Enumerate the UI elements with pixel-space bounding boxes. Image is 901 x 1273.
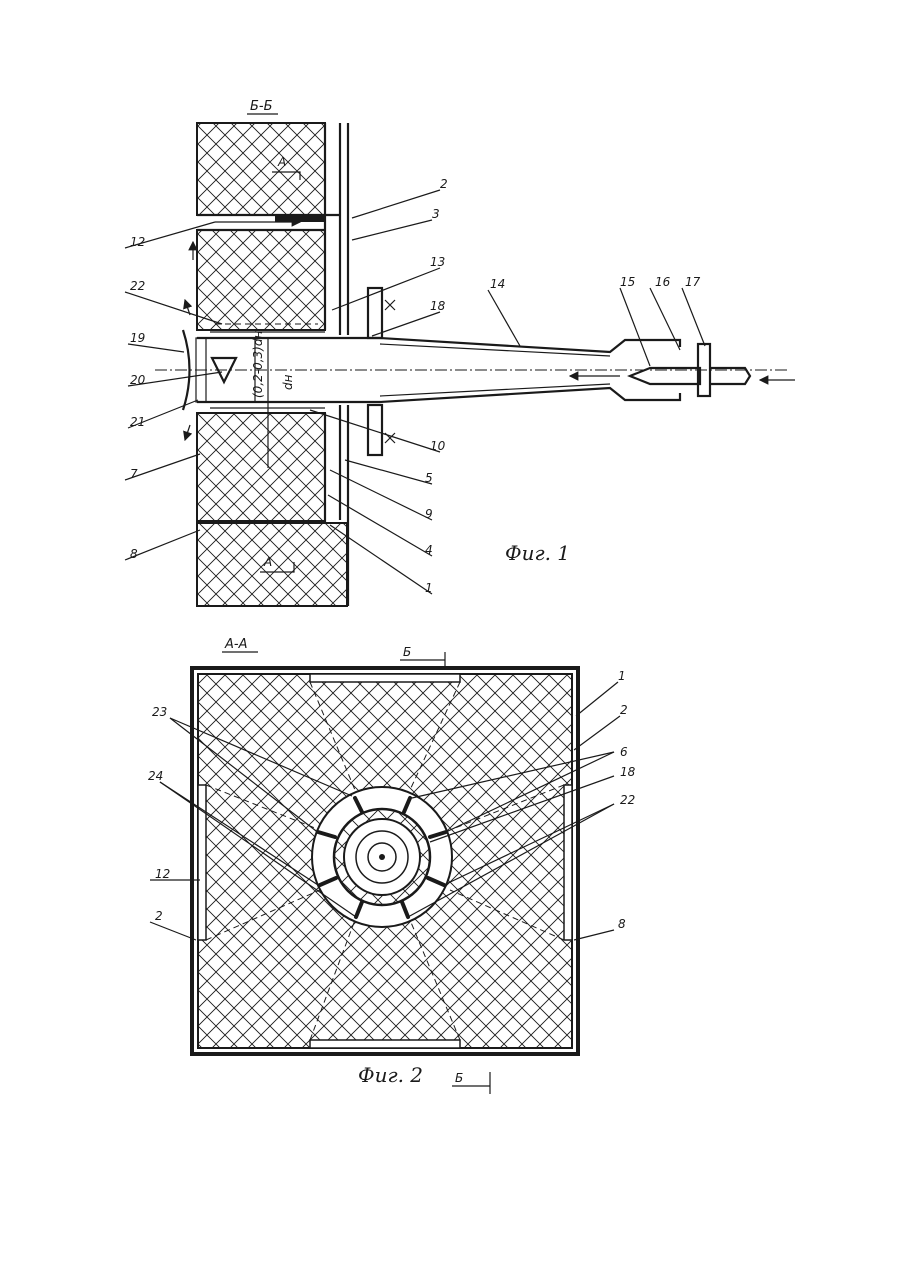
figure-2: А-А Б	[148, 637, 636, 1094]
channel-right	[564, 785, 572, 940]
fig2-callout-2a: 2	[620, 703, 628, 717]
fig2-caption: Фиг. 2	[358, 1063, 423, 1087]
callout-16: 16	[655, 275, 671, 289]
callout-8: 8	[130, 547, 138, 561]
fig2-callout-6: 6	[620, 745, 628, 759]
callout-22: 22	[130, 279, 145, 293]
channel-bottom	[310, 1040, 460, 1048]
callout-1: 1	[425, 581, 433, 595]
cut-mark-b-bottom: Б	[455, 1071, 463, 1085]
fig2-callout-24: 24	[148, 769, 163, 783]
callout-12: 12	[130, 235, 145, 249]
fig2-section-label: А-А	[224, 637, 247, 652]
fig2-callout-23: 23	[152, 705, 167, 719]
burner-center	[379, 854, 385, 860]
cut-mark-a-top: А	[277, 155, 286, 169]
callout-14: 14	[490, 277, 505, 291]
fig2-callout-12: 12	[155, 867, 170, 881]
dim-label-inner: (0,2-0,3)dн	[251, 331, 265, 398]
cut-mark-a-bottom: А	[263, 555, 272, 569]
callout-19: 19	[130, 331, 145, 345]
fig2-callout-8: 8	[618, 917, 626, 931]
callout-13: 13	[430, 255, 445, 269]
callout-18: 18	[430, 299, 446, 313]
callout-4: 4	[425, 543, 433, 557]
figure-1: Б-Б	[125, 99, 795, 606]
callout-20: 20	[130, 373, 146, 387]
fig1-section-label: Б-Б	[250, 99, 273, 114]
callout-2: 2	[440, 177, 448, 191]
callout-15: 15	[620, 275, 635, 289]
callout-17: 17	[685, 275, 701, 289]
weld-mark-upper	[385, 300, 395, 310]
callout-7: 7	[130, 467, 138, 481]
flame-arrow-down	[185, 425, 190, 440]
callout-9: 9	[425, 507, 433, 521]
fig2-callout-22: 22	[620, 793, 635, 807]
fig2-callout-1: 1	[618, 669, 626, 683]
mixer-upper-wall	[380, 338, 680, 352]
callout-21: 21	[130, 415, 145, 429]
fig2-callout-2b: 2	[155, 909, 163, 923]
fig1-caption: Фиг. 1	[505, 541, 570, 565]
mixer-lower-wall	[380, 388, 680, 402]
callout-3: 3	[432, 207, 440, 221]
wall-block-middle	[197, 230, 325, 330]
dim-label-outer: dн	[281, 374, 295, 390]
fig2-callout-18: 18	[620, 765, 636, 779]
callout-10: 10	[430, 439, 446, 453]
callout-5: 5	[425, 471, 433, 485]
cut-mark-b-top: Б	[403, 645, 411, 659]
wall-block-upper	[197, 123, 325, 215]
channel-top	[310, 674, 460, 682]
wall-block-lower	[197, 413, 325, 521]
plate-2-bar	[275, 216, 325, 222]
